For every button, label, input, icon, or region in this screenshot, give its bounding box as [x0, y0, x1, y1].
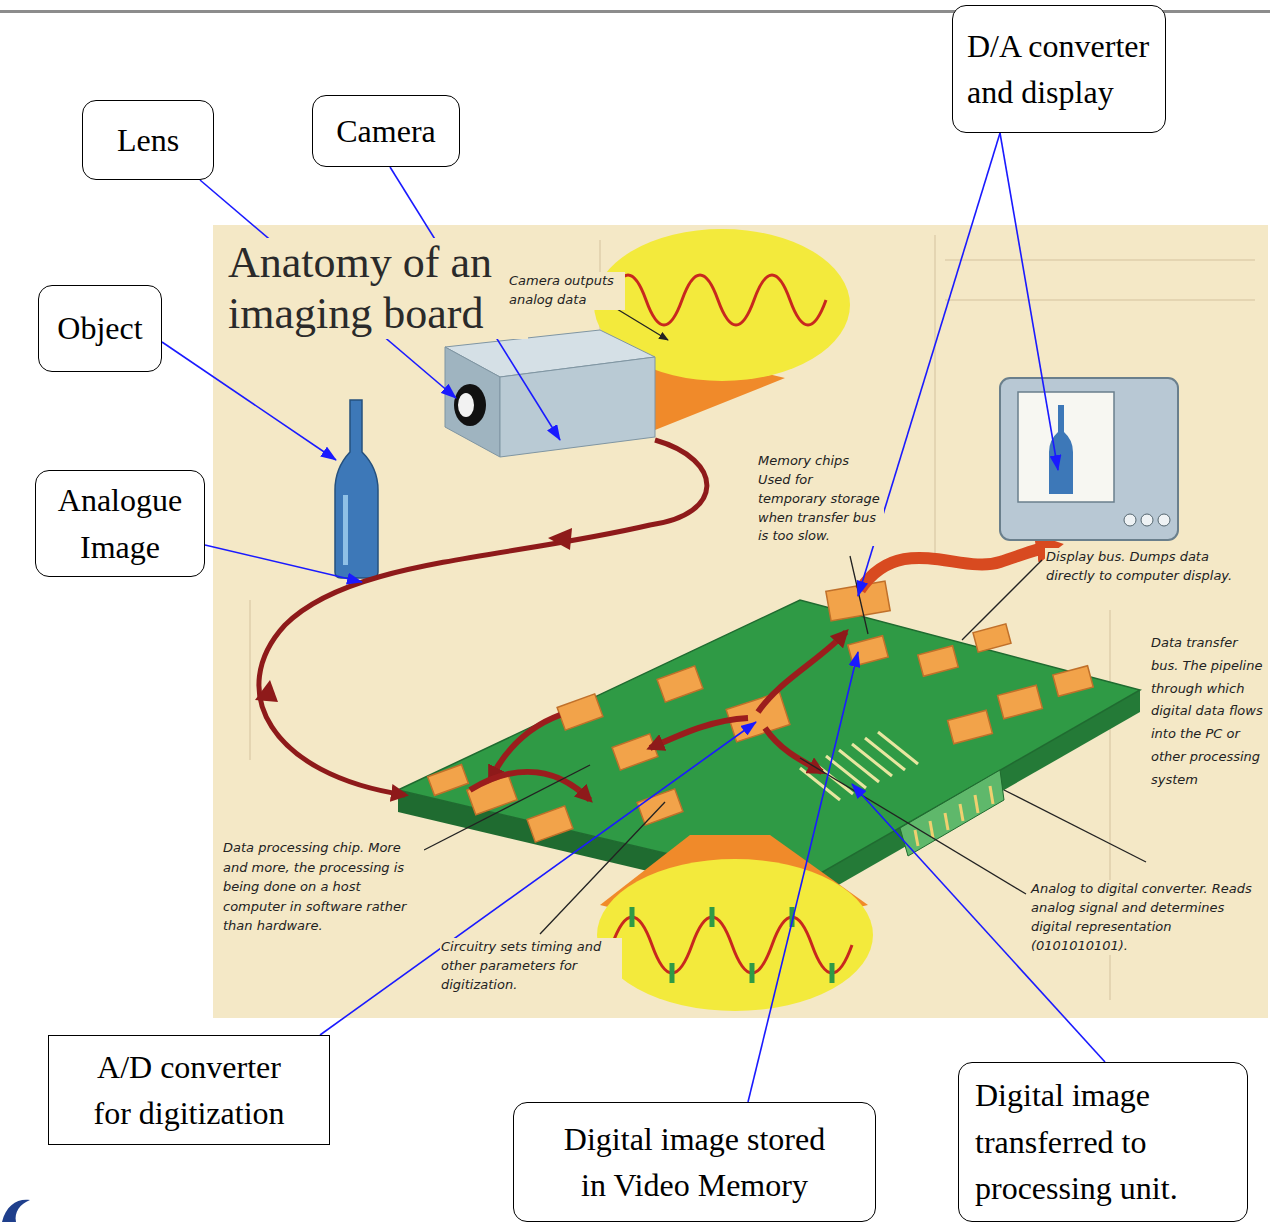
callout-box: D/A converter and display	[952, 5, 1166, 133]
callout-box: A/D converter for digitization	[48, 1035, 330, 1145]
arrowhead	[548, 528, 572, 550]
callout-text: Digital image transferred to processing …	[975, 1072, 1231, 1211]
bottle-object	[335, 400, 378, 578]
callout-text: Digital image stored in Video Memory	[559, 1116, 830, 1209]
callout-box: Analogue Image	[35, 470, 205, 577]
callout-text: Object	[47, 305, 153, 351]
analog-path-arrow	[259, 440, 707, 795]
chips	[428, 581, 1094, 842]
monitor	[1000, 378, 1178, 540]
callout-box: Camera	[312, 95, 460, 167]
callout-text: A/D converter for digitization	[79, 1044, 299, 1137]
data-flow-arrows	[470, 632, 846, 800]
callout-text: Camera	[321, 108, 451, 154]
callout-box: Digital image transferred to processing …	[958, 1062, 1248, 1222]
sampled-wave	[612, 917, 852, 973]
annotation-text: Memory chips Used for temporary storage …	[757, 452, 884, 546]
annotation-text: Camera outputs analog data	[508, 272, 625, 310]
camera-lens	[454, 384, 486, 426]
monitor-screen	[1018, 392, 1114, 502]
sample-marks	[632, 907, 832, 983]
annotation-text: Data processing chip. More and more, the…	[222, 838, 424, 936]
leader-arrow	[162, 342, 336, 460]
callout-box: Lens	[82, 100, 214, 180]
annotation-text: Display bus. Dumps data directly to comp…	[1045, 548, 1262, 586]
magazine-leaders	[424, 306, 1146, 934]
annotation-text: Circuitry sets timing and other paramete…	[440, 938, 622, 995]
lens-glass	[458, 393, 474, 417]
logo-fragment	[2, 1200, 30, 1222]
callout-leaders	[162, 133, 1105, 1102]
bottle-highlight	[343, 495, 348, 565]
magazine-ground	[213, 225, 1268, 1018]
digital-signal-bubble	[597, 859, 873, 1011]
callout-box: Digital image stored in Video Memory	[513, 1102, 876, 1222]
monitor-knob	[1141, 514, 1153, 526]
camera-front	[445, 347, 500, 457]
magazine-title: Anatomy of an imaging board	[228, 238, 528, 339]
annotation-text: Data transfer bus. The pipeline through …	[1150, 632, 1268, 791]
callout-box: Object	[38, 285, 162, 372]
display-bus-arrow	[860, 546, 1052, 590]
screen-bottle	[1049, 405, 1073, 494]
leader-arrow	[1000, 133, 1058, 470]
monitor-knob	[1124, 514, 1136, 526]
analog-wave	[610, 275, 826, 325]
callout-text: Analogue Image	[46, 477, 194, 570]
callout-text: D/A converter and display	[967, 23, 1151, 116]
edge-connector	[900, 770, 1004, 856]
callout-text: Lens	[91, 117, 205, 163]
bus-traces	[800, 732, 918, 800]
leader-arrow	[205, 545, 362, 582]
monitor-knob	[1158, 514, 1170, 526]
annotation-text: Analog to digital converter. Reads analo…	[1030, 880, 1257, 955]
leader-arrow	[748, 652, 858, 1102]
connector-fingers	[915, 786, 993, 846]
arrowhead	[255, 680, 278, 702]
camera-side	[500, 357, 655, 457]
